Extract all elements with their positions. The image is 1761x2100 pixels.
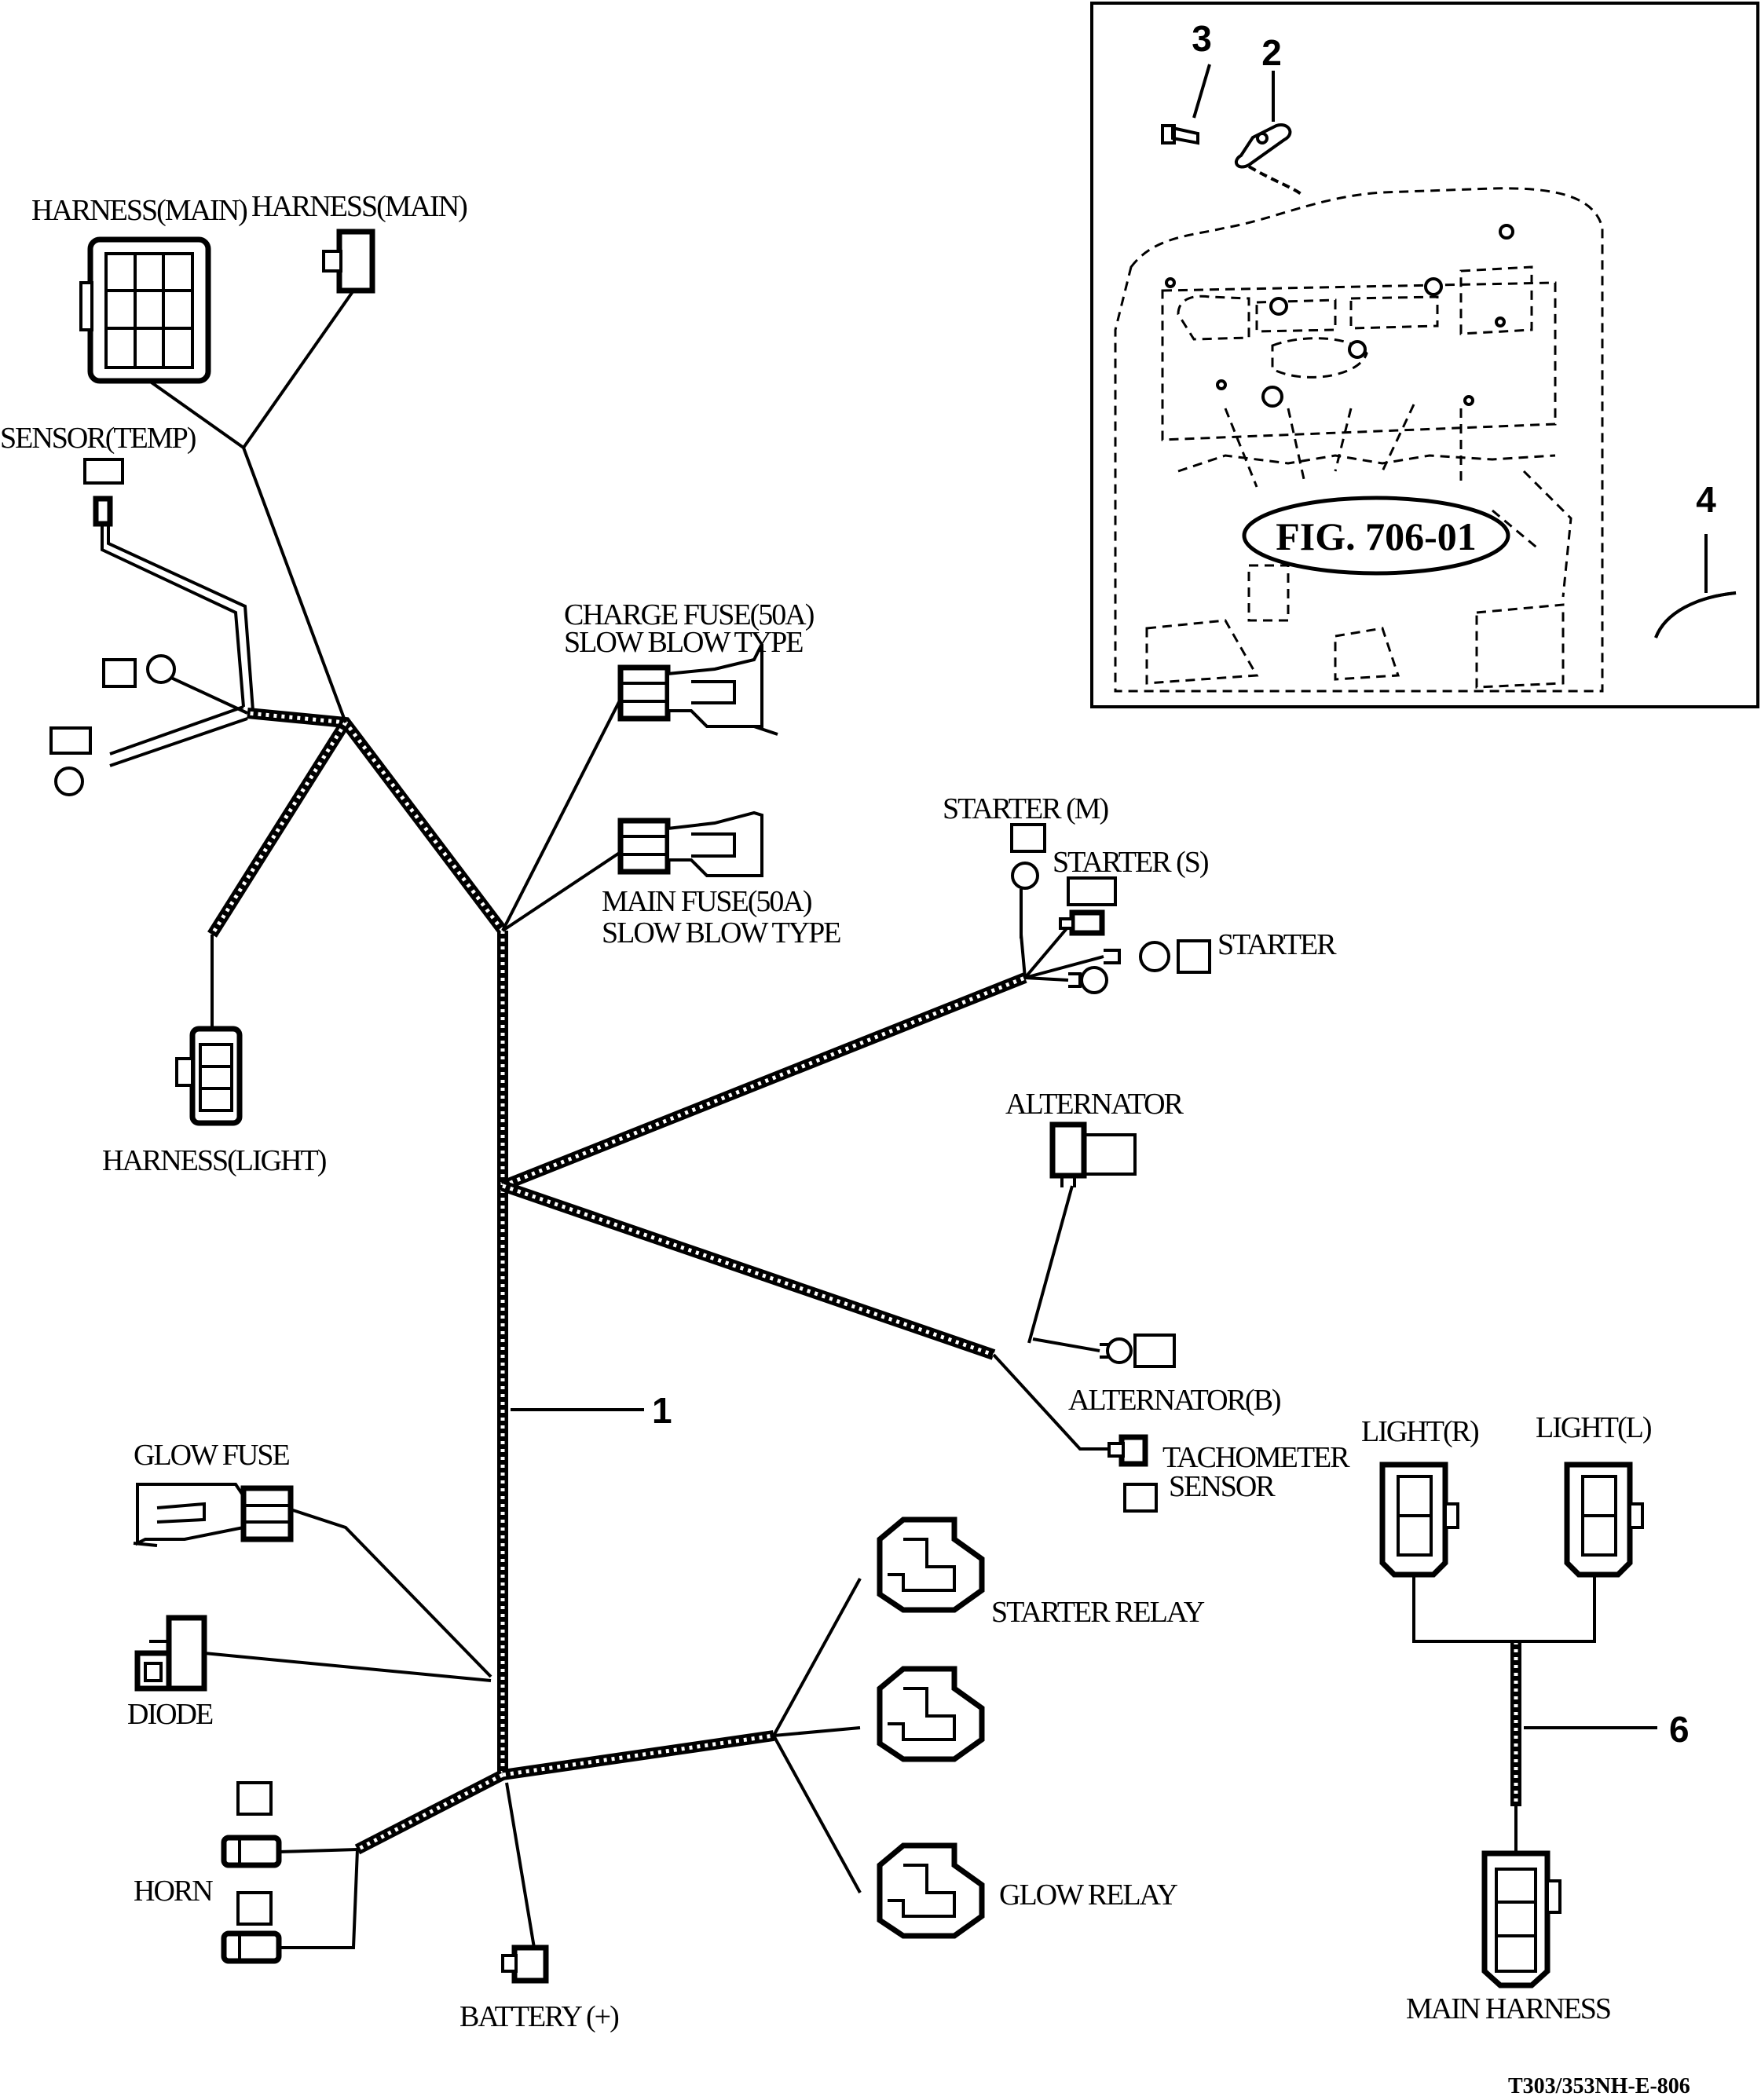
label-charge-fuse-1: CHARGE FUSE(50A) [564,598,814,631]
terminal-starter[interactable] [1104,939,1211,974]
connector-glow-fuse[interactable] [133,1483,294,1547]
ring-terminal-lower[interactable] [49,726,92,796]
relay-middle[interactable] [877,1666,985,1762]
connector-harness-main-small[interactable] [322,229,375,294]
connector-horn-upper[interactable] [221,1781,282,1868]
connector-main-fuse[interactable] [617,810,763,877]
label-harness-main-1: HARNESS(MAIN) [31,194,247,227]
bolt-part-3 [1161,124,1199,145]
label-battery: BATTERY (+) [459,2000,618,2033]
label-main-harness: MAIN HARNESS [1406,1992,1610,2025]
connector-main-harness[interactable] [1481,1850,1561,1988]
terminal-alternator-b[interactable] [1100,1334,1176,1368]
ring-terminal-upper[interactable] [102,654,176,688]
connector-harness-light[interactable] [175,1026,243,1126]
label-horn: HORN [134,1875,213,1908]
connector-diode[interactable] [134,1615,207,1692]
label-glow-fuse: GLOW FUSE [134,1439,289,1472]
label-harness-main-2: HARNESS(MAIN) [251,190,467,223]
clamp-part-2 [1234,123,1292,169]
label-main-fuse-1: MAIN FUSE(50A) [602,885,811,918]
relay-starter[interactable] [877,1516,985,1613]
connector-light-r[interactable] [1379,1462,1459,1578]
label-starter-relay: STARTER RELAY [991,1596,1205,1629]
label-harness-light: HARNESS(LIGHT) [102,1144,326,1177]
callout-4: 4 [1696,479,1716,520]
inset-engine-view: FIG. 706-01 3 2 4 [1090,2,1759,708]
labels: HARNESS(MAIN) HARNESS(MAIN) SENSOR(TEMP)… [0,190,1690,2098]
harness-trunk [101,522,1521,1855]
terminal-starter-m[interactable] [1010,823,1046,938]
label-main-fuse-2: SLOW BLOW TYPE [602,916,840,949]
label-glow-relay: GLOW RELAY [999,1879,1178,1912]
connector-light-l[interactable] [1564,1462,1644,1578]
figure-reference-badge[interactable] [1242,496,1510,576]
terminal-starter-ring[interactable] [1068,966,1108,994]
connector-harness-main-large[interactable] [79,236,211,384]
label-tachometer-1: TACHOMETER [1162,1441,1350,1474]
connector-tachometer-sensor[interactable] [1107,1434,1158,1513]
drawing-code: T303/353NH-E-806 [1508,2074,1690,2098]
label-sensor-temp: SENSOR(TEMP) [0,422,196,455]
callout-2: 2 [1261,32,1282,73]
callout-3: 3 [1192,18,1212,59]
connector-charge-fuse[interactable] [617,643,778,736]
connector-starter-s[interactable] [1059,876,1117,936]
connector-sensor-temp[interactable] [83,458,124,527]
thin-wires [109,289,1657,1949]
label-diode: DIODE [127,1698,213,1731]
label-alternator-b: ALTERNATOR(B) [1068,1384,1280,1417]
figure-reference-text: FIG. 706-01 [1276,514,1477,558]
label-light-r: LIGHT(R) [1361,1415,1478,1448]
label-starter: STARTER [1217,928,1337,961]
connector-alternator[interactable] [1049,1121,1137,1187]
label-alternator: ALTERNATOR [1005,1088,1184,1121]
label-starter-s: STARTER (S) [1053,846,1208,879]
connector-battery[interactable] [501,1945,549,1984]
relay-glow[interactable] [877,1842,985,1939]
callout-6: 6 [1669,1709,1690,1750]
label-starter-m: STARTER (M) [943,792,1108,825]
label-charge-fuse-2: SLOW BLOW TYPE [564,626,803,659]
label-light-l: LIGHT(L) [1536,1411,1651,1444]
callout-1: 1 [652,1390,672,1431]
label-tachometer-2: SENSOR [1169,1470,1276,1503]
connector-horn-lower[interactable] [221,1891,282,1964]
